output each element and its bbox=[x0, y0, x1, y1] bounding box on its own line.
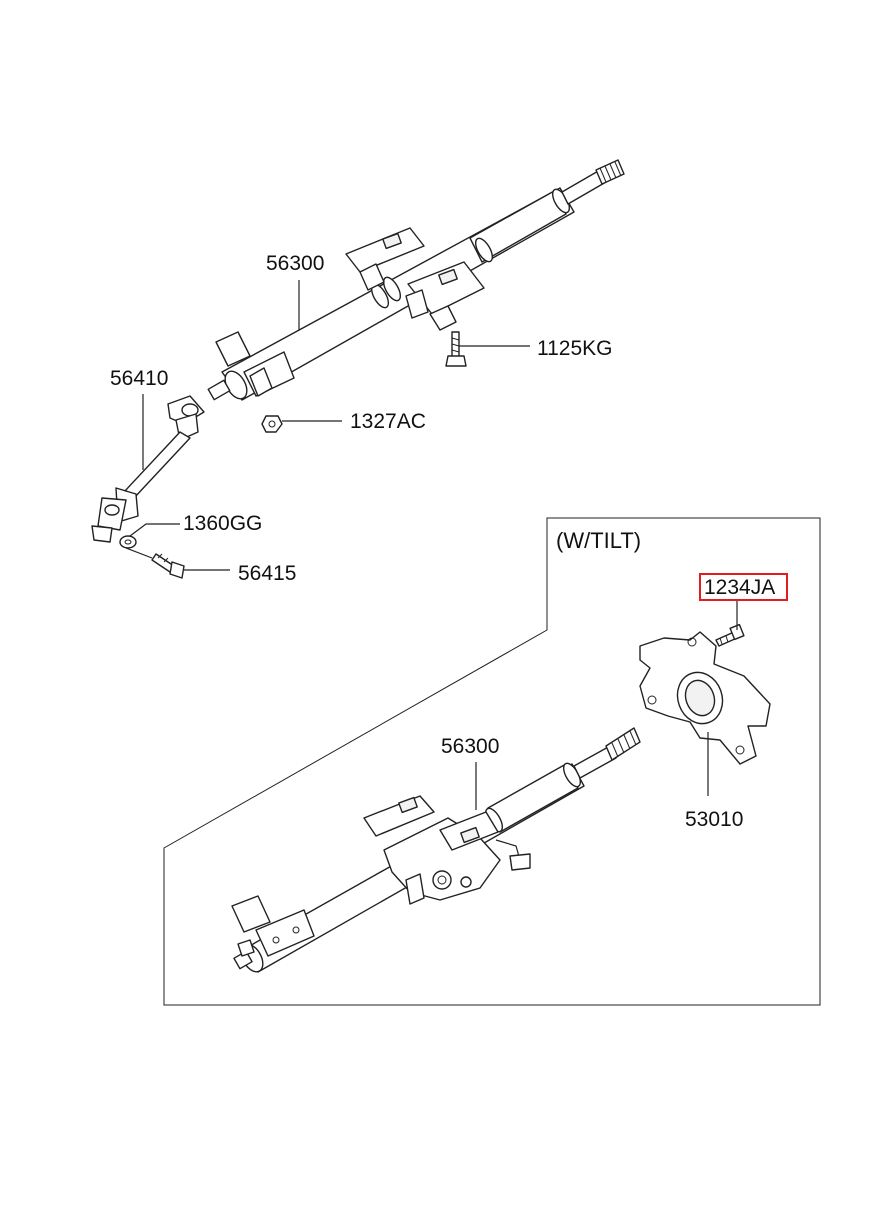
variant-box-outline bbox=[163, 517, 821, 1006]
label-56300-upper: 56300 bbox=[266, 252, 324, 275]
label-1327ac: 1327AC bbox=[350, 410, 426, 433]
label-56410: 56410 bbox=[110, 367, 168, 390]
label-1360gg: 1360GG bbox=[183, 512, 262, 535]
leader-lines-tilt bbox=[475, 600, 738, 810]
variant-box-label: (W/TILT) bbox=[556, 528, 641, 553]
bolt-1125kg[interactable] bbox=[445, 331, 467, 367]
washer-1360gg[interactable] bbox=[119, 535, 137, 549]
nut-1327ac[interactable] bbox=[261, 415, 283, 433]
steering-column-upper[interactable] bbox=[207, 159, 625, 402]
label-53010: 53010 bbox=[685, 808, 743, 831]
tilt-bracket-53010[interactable] bbox=[639, 631, 771, 765]
tilt-bolt-1234ja[interactable] bbox=[715, 623, 745, 647]
highlight-box-1234ja bbox=[699, 573, 788, 601]
label-56415: 56415 bbox=[238, 562, 296, 585]
bolt-56415[interactable] bbox=[151, 553, 185, 579]
u-joint-shaft-56410[interactable] bbox=[91, 395, 205, 543]
steering-column-tilt[interactable] bbox=[231, 727, 641, 975]
label-56300-tilt: 56300 bbox=[441, 735, 499, 758]
label-1125kg: 1125KG bbox=[537, 337, 613, 360]
leader-lines-upper bbox=[125, 280, 530, 571]
label-1234ja[interactable]: 1234JA bbox=[704, 576, 775, 599]
